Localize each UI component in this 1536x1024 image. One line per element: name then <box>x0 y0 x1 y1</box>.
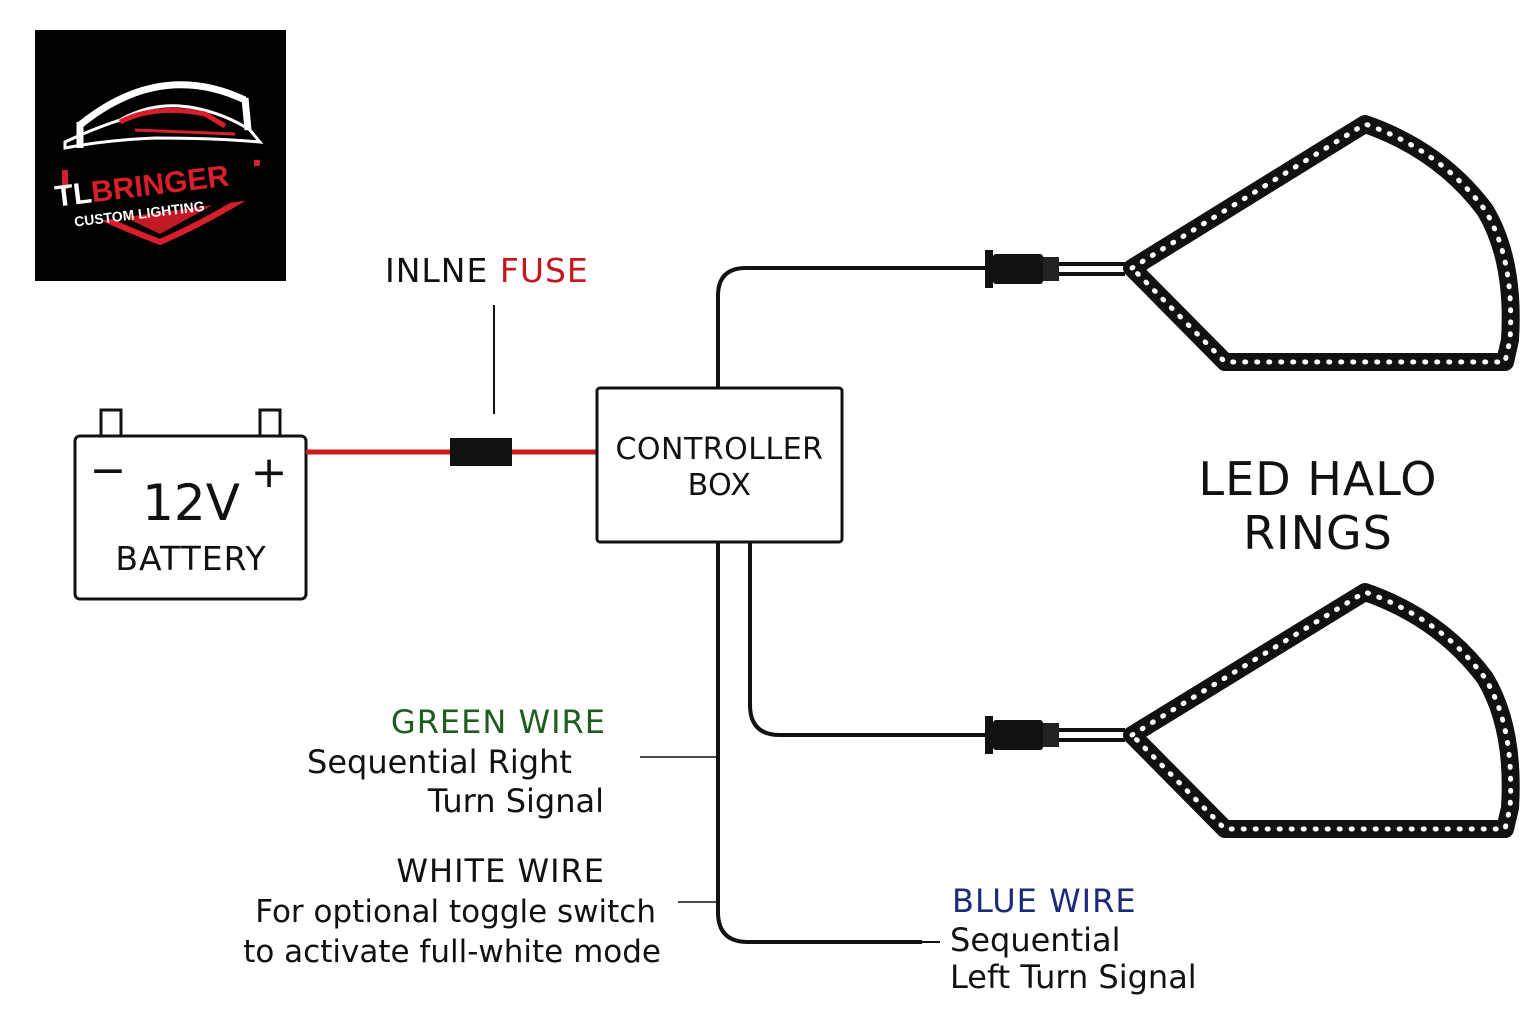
white-wire-title: WHITE WIRE <box>396 852 605 890</box>
upper-halo-wire <box>716 266 988 388</box>
inline-fuse <box>450 438 512 466</box>
fuse-label-prefix: INLNE <box>385 251 489 290</box>
fuse-label: INLNE FUSE <box>385 254 589 287</box>
green-wire-title: GREEN WIRE <box>390 703 606 741</box>
controller-label: CONTROLLER BOX <box>597 432 842 504</box>
negative-terminal-symbol: − <box>90 445 127 496</box>
green-wire-desc-2: Turn Signal <box>427 782 604 820</box>
upper-halo-ring <box>1123 115 1520 371</box>
battery-voltage: 12V <box>142 474 240 532</box>
halo-label-line1: LED HALO <box>1198 452 1438 506</box>
battery: − + <box>73 408 308 601</box>
green-wire-desc-1: Sequential Right <box>307 743 572 781</box>
controller-label-line1: CONTROLLER <box>615 432 824 467</box>
logo-emblem-icon <box>60 81 265 246</box>
upper-connector <box>985 250 1125 288</box>
fuse-label-highlight: FUSE <box>499 251 589 290</box>
white-wire-desc-1: For optional toggle switch <box>255 894 656 930</box>
halo-rings-label: LED HALO RINGS <box>1150 452 1486 560</box>
positive-terminal-symbol: + <box>251 447 288 498</box>
blue-wire-desc-2: Left Turn Signal <box>950 958 1197 996</box>
logo-brand-text: TLBRINGER <box>53 160 231 214</box>
controller-label-line2: BOX <box>687 468 752 503</box>
blue-wire-line <box>716 542 922 944</box>
halo-label-line2: RINGS <box>1243 506 1393 560</box>
logo-text: TLBRINGER CUSTOM LIGHTING <box>53 160 231 230</box>
lower-halo-wire <box>748 542 988 737</box>
blue-wire-title: BLUE WIRE <box>952 882 1137 920</box>
blue-wire-desc-1: Sequential <box>950 921 1121 959</box>
brand-logo: TLBRINGER CUSTOM LIGHTING <box>35 30 286 281</box>
battery-neg-terminal <box>99 408 123 438</box>
battery-pos-terminal <box>258 408 282 438</box>
white-wire-desc-2: to activate full-white mode <box>243 934 661 970</box>
lower-connector <box>985 716 1125 754</box>
battery-name: BATTERY <box>115 539 267 578</box>
lower-halo-ring <box>1123 583 1520 838</box>
